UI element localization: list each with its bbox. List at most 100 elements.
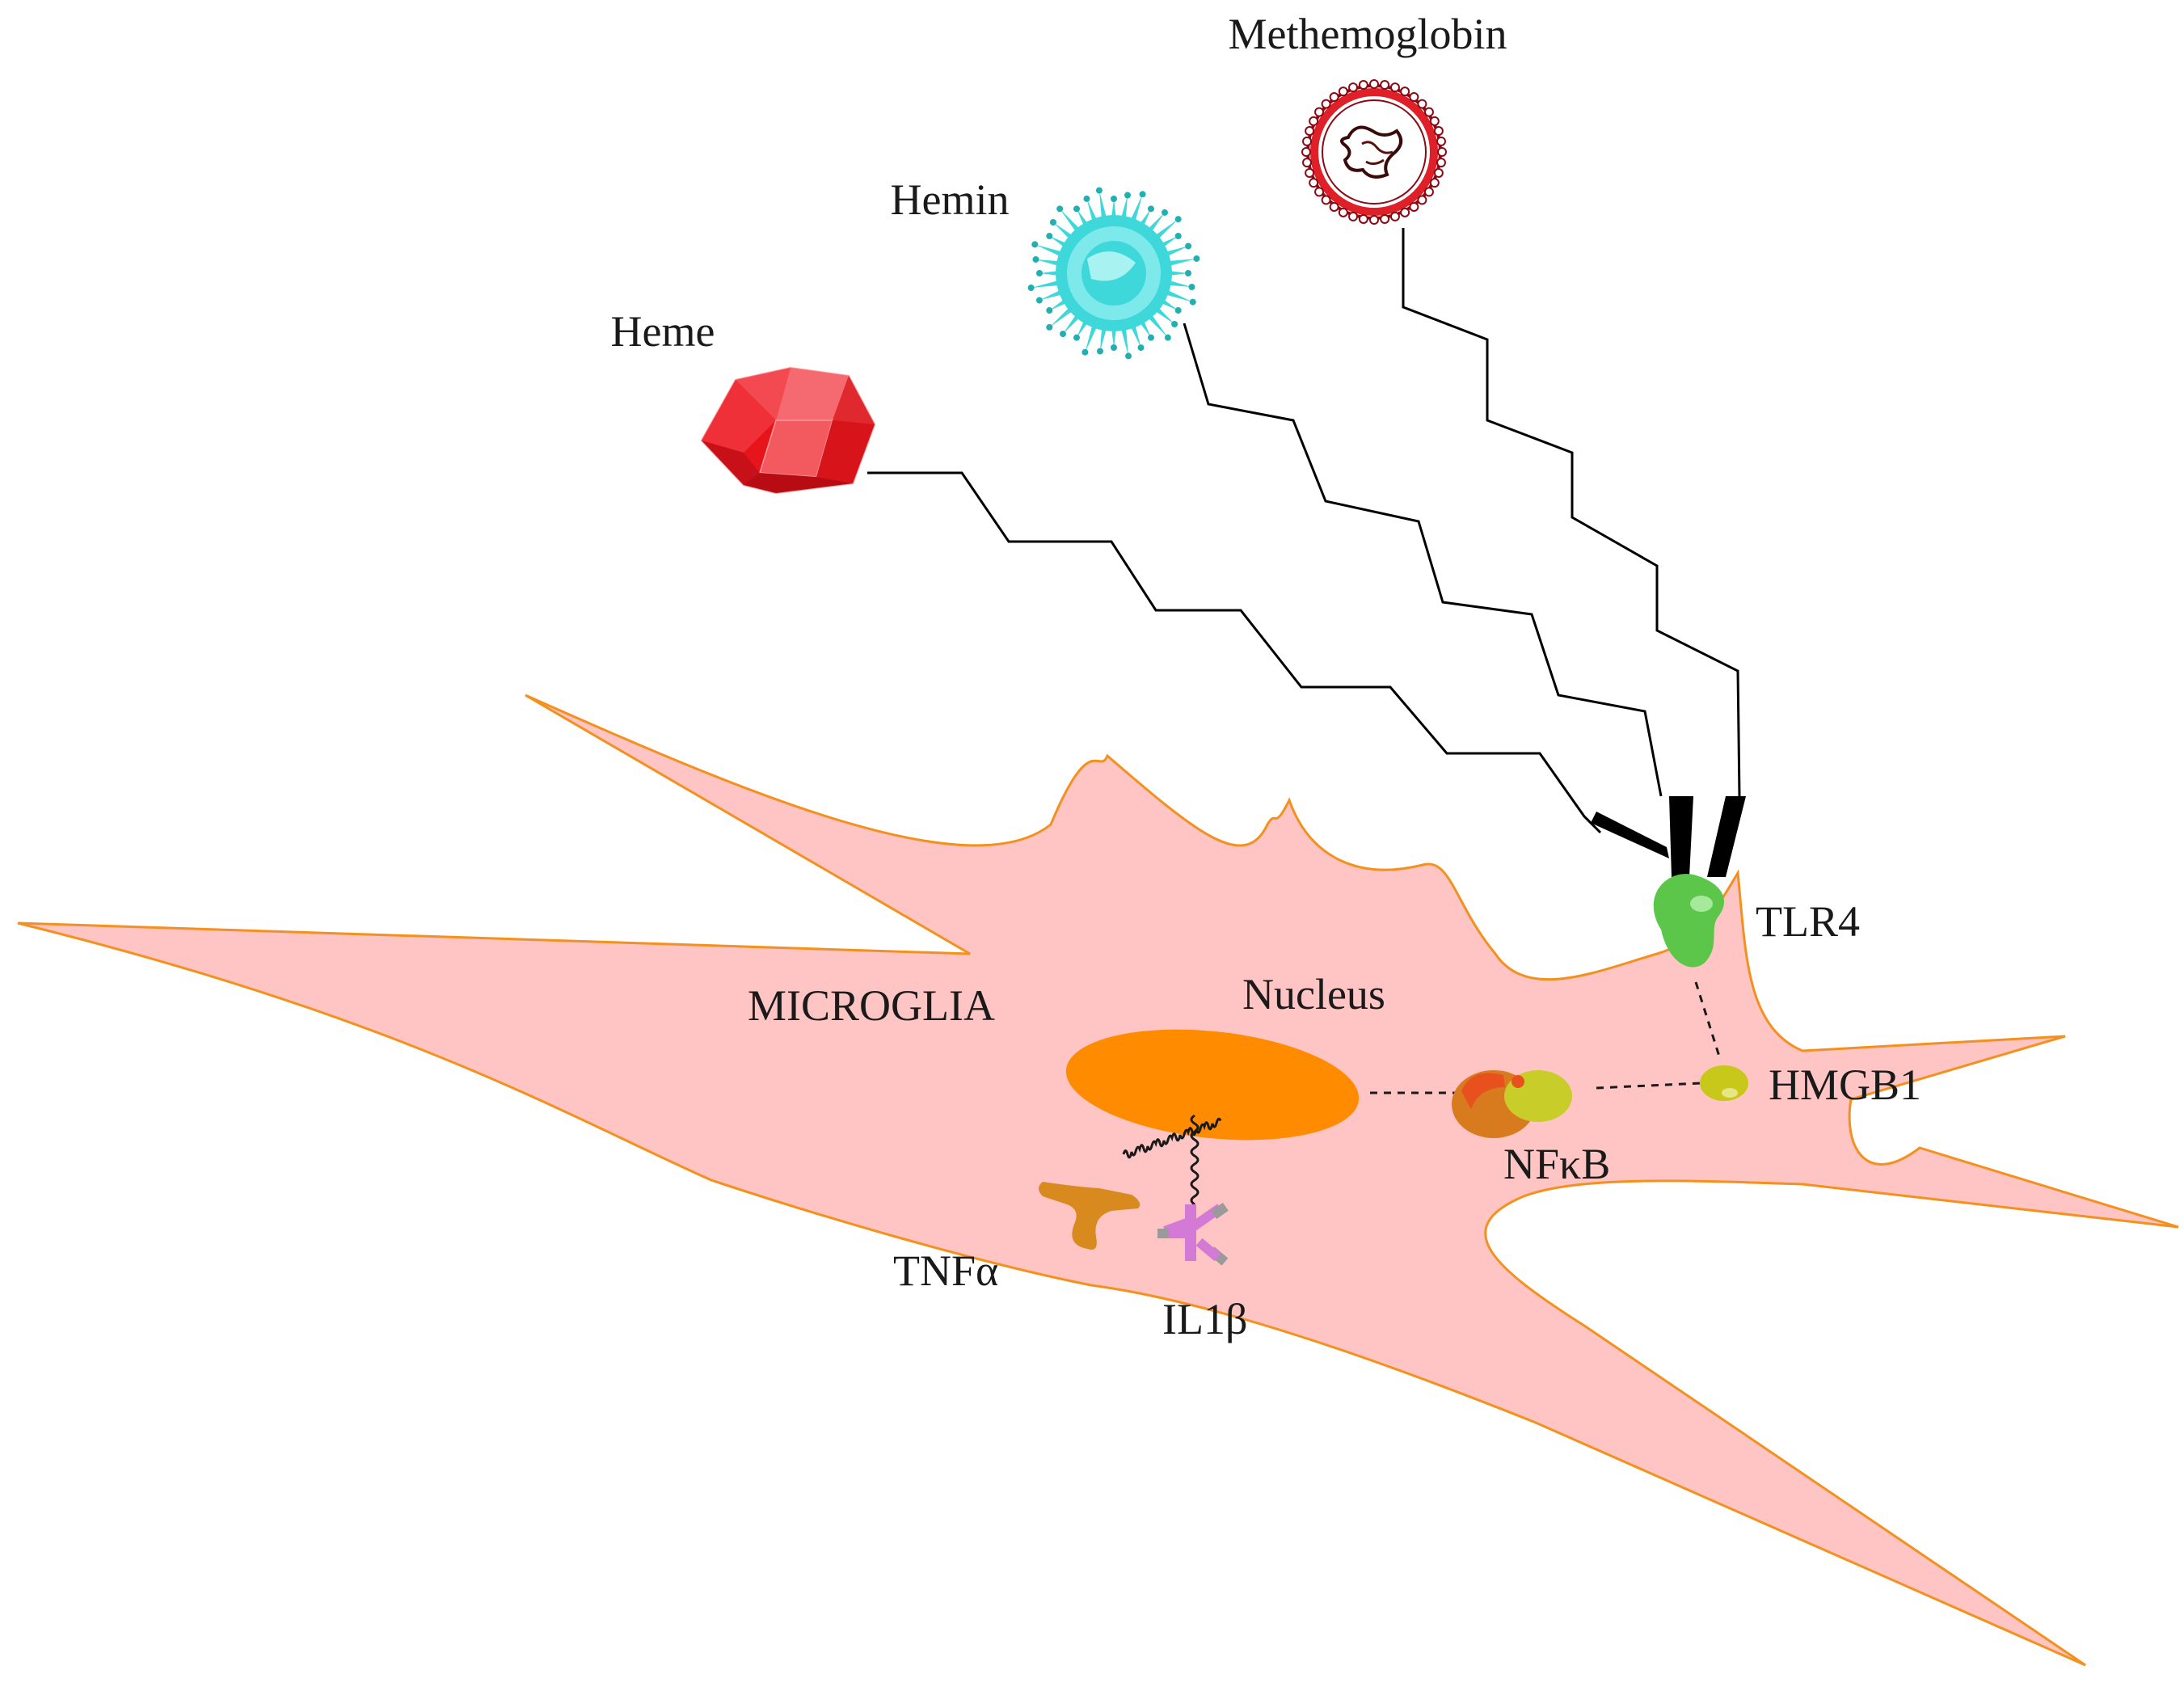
- hemin-spike-tip: [1095, 187, 1103, 194]
- hemin-spike-tip: [1073, 205, 1080, 213]
- methemoglobin-bead: [1389, 82, 1400, 93]
- methemoglobin-bead: [1348, 82, 1359, 93]
- methemoglobin-bead: [1429, 116, 1440, 126]
- mrna-squiggle-vertical: [1190, 1114, 1200, 1206]
- hemin-spike-tip: [1188, 284, 1195, 291]
- methemoglobin-bead: [1400, 207, 1410, 217]
- methemoglobin-bead: [1433, 126, 1444, 137]
- hemin-spike-tip: [1185, 242, 1192, 250]
- hemin-spike-tip: [1056, 205, 1064, 213]
- methemoglobin-bead: [1338, 207, 1348, 217]
- methemoglobin-bead: [1429, 178, 1440, 188]
- nucleus-label: Nucleus: [1242, 970, 1385, 1018]
- methemoglobin-bead: [1338, 86, 1348, 97]
- heme-polyhedron-icon: [700, 366, 876, 495]
- methemoglobin-bead: [1305, 126, 1315, 137]
- hemin-spike-tip: [1137, 344, 1145, 352]
- hemin-pathway-line: [1183, 323, 1663, 797]
- hemin-label: Hemin: [891, 175, 1010, 224]
- il1b-label: IL1β: [1162, 1295, 1247, 1343]
- mrna-squiggle-horizontal: [1122, 1117, 1222, 1159]
- methemoglobin-bead: [1305, 167, 1315, 178]
- nucleus: [1065, 1029, 1360, 1141]
- hemin-spike-tip: [1049, 219, 1056, 226]
- methemoglobin-bead: [1321, 99, 1331, 109]
- hemin-spike-tip: [1035, 297, 1043, 304]
- il1b-y-receptor-icon: [1157, 1202, 1229, 1266]
- methemoglobin-bead: [1329, 201, 1339, 212]
- methemoglobin-bead: [1314, 107, 1325, 117]
- hemin-spike-tip: [1083, 195, 1090, 202]
- hemin-spike-tip: [1031, 241, 1039, 248]
- hemin-spike-tip: [1125, 352, 1132, 360]
- hemin-spike-tip: [1073, 334, 1080, 341]
- hemin-spike-tip: [1046, 233, 1053, 239]
- microglia-cell: [17, 694, 2179, 1667]
- nfkb-protein-complex-icon: [1452, 1070, 1572, 1138]
- hemin-spiky-sphere-icon: [1027, 187, 1200, 360]
- hemin-spike-tip: [1161, 209, 1168, 216]
- methemoglobin-bead: [1358, 213, 1368, 224]
- methemoglobin-bead: [1348, 211, 1359, 221]
- methemoglobin-bead: [1433, 167, 1444, 178]
- hemin-spike-tip: [1185, 270, 1191, 276]
- hemin-arrowhead: [1669, 796, 1693, 877]
- hemin-spike-tip: [1164, 334, 1171, 341]
- methemoglobin-bead: [1302, 158, 1313, 168]
- nfkb-hmgb1-link: [1596, 1082, 1702, 1090]
- methemoglobin-bead: [1329, 92, 1339, 103]
- hemin-spike-tip: [1036, 270, 1043, 276]
- hemin-spike-tip: [1046, 323, 1053, 331]
- methemoglobin-bead: [1389, 211, 1400, 221]
- tnfa-y-receptor-icon: [1039, 1182, 1140, 1250]
- hemin-spike-tip: [1111, 196, 1117, 202]
- methemoglobin-ring-molecule-icon: [1301, 79, 1447, 225]
- hemin-spike-tip: [1139, 191, 1146, 198]
- microglia-label: MICROGLIA: [748, 981, 995, 1030]
- methemoglobin-bead: [1302, 136, 1313, 146]
- methemoglobin-bead: [1380, 80, 1390, 91]
- nfkb-label: NFκB: [1503, 1140, 1610, 1188]
- methemoglobin-bead: [1409, 201, 1419, 212]
- hemin-spike-tip: [1032, 255, 1039, 263]
- heme-arrowhead: [1591, 812, 1669, 858]
- hemin-spike-tip: [1081, 348, 1089, 356]
- hemin-spike-tip: [1189, 298, 1196, 306]
- tlr4-receptor-icon: [1653, 874, 1725, 968]
- hemin-spike-tip: [1174, 307, 1182, 314]
- hemin-spike-tip: [1193, 255, 1200, 262]
- methemoglobin-pathway-line: [1402, 228, 1741, 797]
- hemin-spike-tip: [1171, 320, 1178, 327]
- heme-label: Heme: [611, 307, 715, 356]
- methemoglobin-bead: [1358, 80, 1368, 91]
- methemoglobin-bead: [1417, 195, 1427, 205]
- hemin-spike-tip: [1174, 216, 1182, 223]
- hemin-spike-tip: [1111, 344, 1117, 351]
- methemoglobin-bead: [1309, 178, 1319, 188]
- hemin-spike-tip: [1148, 205, 1154, 213]
- methemoglobin-bead: [1314, 187, 1325, 197]
- hemin-spike-tip: [1046, 307, 1053, 314]
- methemoglobin-bead: [1369, 215, 1379, 225]
- hemin-spike-tip: [1027, 285, 1035, 292]
- methemoglobin-bead: [1409, 92, 1419, 103]
- hemin-spike-tip: [1124, 192, 1132, 199]
- hemin-spike-tip: [1096, 348, 1103, 355]
- tlr4-label: TLR4: [1756, 897, 1860, 946]
- hemin-spike-tip: [1148, 334, 1154, 341]
- hmgb1-label: HMGB1: [1769, 1061, 1921, 1109]
- methemoglobin-label: Methemoglobin: [1229, 10, 1507, 58]
- methemoglobin-bead: [1400, 86, 1410, 97]
- methemoglobin-bead: [1423, 187, 1434, 197]
- tnfa-label: TNFα: [893, 1246, 998, 1295]
- methemoglobin-bead: [1380, 213, 1390, 224]
- methemoglobin-bead: [1309, 116, 1319, 126]
- methemoglobin-bead: [1301, 147, 1311, 157]
- methemoglobin-bead: [1369, 79, 1379, 89]
- methemoglobin-bead: [1417, 99, 1427, 109]
- methemoglobin-arrowhead: [1707, 796, 1746, 877]
- methemoglobin-bead: [1321, 195, 1331, 205]
- hemin-spike-tip: [1060, 331, 1067, 338]
- hmgb1-highlight: [1722, 1088, 1738, 1098]
